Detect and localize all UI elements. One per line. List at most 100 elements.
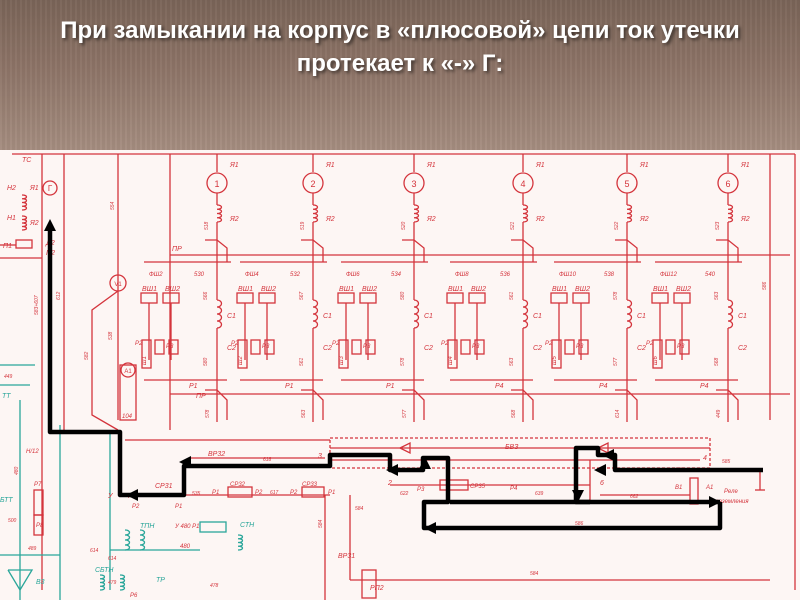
wire-number: 580 [400,291,406,300]
shunt-contactor [446,292,464,304]
field-label: С1 [637,313,646,320]
switch-label: Р1 [212,490,219,496]
reverser-contact [205,239,228,262]
wire-number: 584 [318,519,324,528]
wire-number: 577 [402,409,408,418]
shunt-resistor [141,339,152,369]
field-coil [124,529,131,551]
wire-number: 586 [762,281,768,290]
shunt-resistor [250,339,261,355]
wire-number: 639 [535,491,544,497]
wire-number: 622 [400,491,409,497]
shunt-resistor [237,339,248,369]
shunt-label: ВШ2 [676,286,691,293]
field-coil [413,204,420,223]
aux-label: Р8 [36,523,44,529]
field-label: С2 [738,345,747,352]
field-coil [312,204,319,223]
motor-label: 6 [725,179,730,189]
field-label: С1 [227,313,236,320]
wire-number: 489 [28,546,37,552]
terminal-label: Н1 [7,215,16,222]
bvz-label: БВЗ [505,444,519,451]
shunt-label: ВШ1 [448,286,463,293]
switch-label: Р1 [328,490,335,496]
shunt-contactor [162,292,180,304]
resistor [15,239,33,249]
pr-label: ПР [196,393,206,400]
motor-terminal-label: Я1 [229,162,239,169]
shunt-label: ВШ1 [339,286,354,293]
terminal-label: А1 [705,485,713,491]
resistor-label: Р2 [441,341,449,347]
branch-label: ФШ4 [245,272,259,278]
wire-number: 535 [192,491,201,497]
shunt-contactor [550,292,568,304]
voltmeter-label: V1 [114,282,122,288]
wire-number: 582 [84,351,90,360]
current-arrow [602,449,614,461]
field-label: С1 [533,313,542,320]
current-arrow [419,457,431,469]
shunt-label: ВШ2 [362,286,377,293]
shunt-label: ВШ1 [238,286,253,293]
relay-label: Реле [724,489,738,495]
reverser-contact [615,389,638,420]
slide-header: При замыкании на корпус в «плюсовой» цеп… [0,0,800,150]
terminal-label: 6 [600,480,604,487]
wire-number: 449 [4,374,13,380]
pr-label: ПР [172,246,182,253]
terminal-label: Н2 [7,185,16,192]
wire-number: 584 [530,571,539,577]
field-coil [522,299,529,329]
wire-number: 520 [401,221,407,230]
field-coil [119,574,126,591]
switch-label: СР33 [302,482,318,488]
shunt-label: ВШ1 [142,286,157,293]
shunt-contactor [337,292,355,304]
shunt-contactor [572,292,590,304]
wire-number: 568 [714,357,720,366]
wire-number: 585 [722,459,731,465]
terminal-label: Я1 [29,185,39,192]
field-label: С1 [424,313,433,320]
shunt-resistor [351,339,362,355]
wire-number: 567 [299,291,305,300]
reverser-contact [615,239,638,262]
wire-number: 521 [510,221,516,230]
switch-label: Р2 [132,504,140,510]
shunt-resistor [679,339,690,355]
aux-label: ТР [156,577,165,584]
wire-number: 617 [270,490,279,496]
shunt-resistor [168,339,179,355]
field-label: С1 [738,313,747,320]
shunt-contactor [468,292,486,304]
wire-number: 578 [205,409,211,418]
shunt-resistor [551,339,562,369]
terminal-label: Я2 [29,220,39,227]
branch-label: ФШ8 [455,272,469,278]
shunt-resistor [338,339,349,369]
branch-label: ФШ12 [660,272,678,278]
field-coil [99,574,106,591]
wire-number: 500 [8,518,17,524]
field-coil [413,299,420,329]
current-arrow [424,522,436,534]
wire-number: 449 [716,409,722,418]
wire-number: 566 [203,291,209,300]
field-coil [216,299,223,329]
wire-number: 578 [400,357,406,366]
bus-label: Р4 [599,383,608,390]
wire-number: 104 [122,414,133,420]
wire-number: 612 [56,291,62,300]
field-coil [727,204,734,223]
field-label: С2 [424,345,433,352]
switch-label: Р2 [255,490,263,496]
aux-label: СБТН [95,567,114,574]
field-coil [21,194,28,211]
branch-label: ФШ2 [149,272,163,278]
generator-label: Г [48,184,53,193]
branch-label: ФШ10 [559,272,577,278]
wire-number: 584 [355,506,364,512]
